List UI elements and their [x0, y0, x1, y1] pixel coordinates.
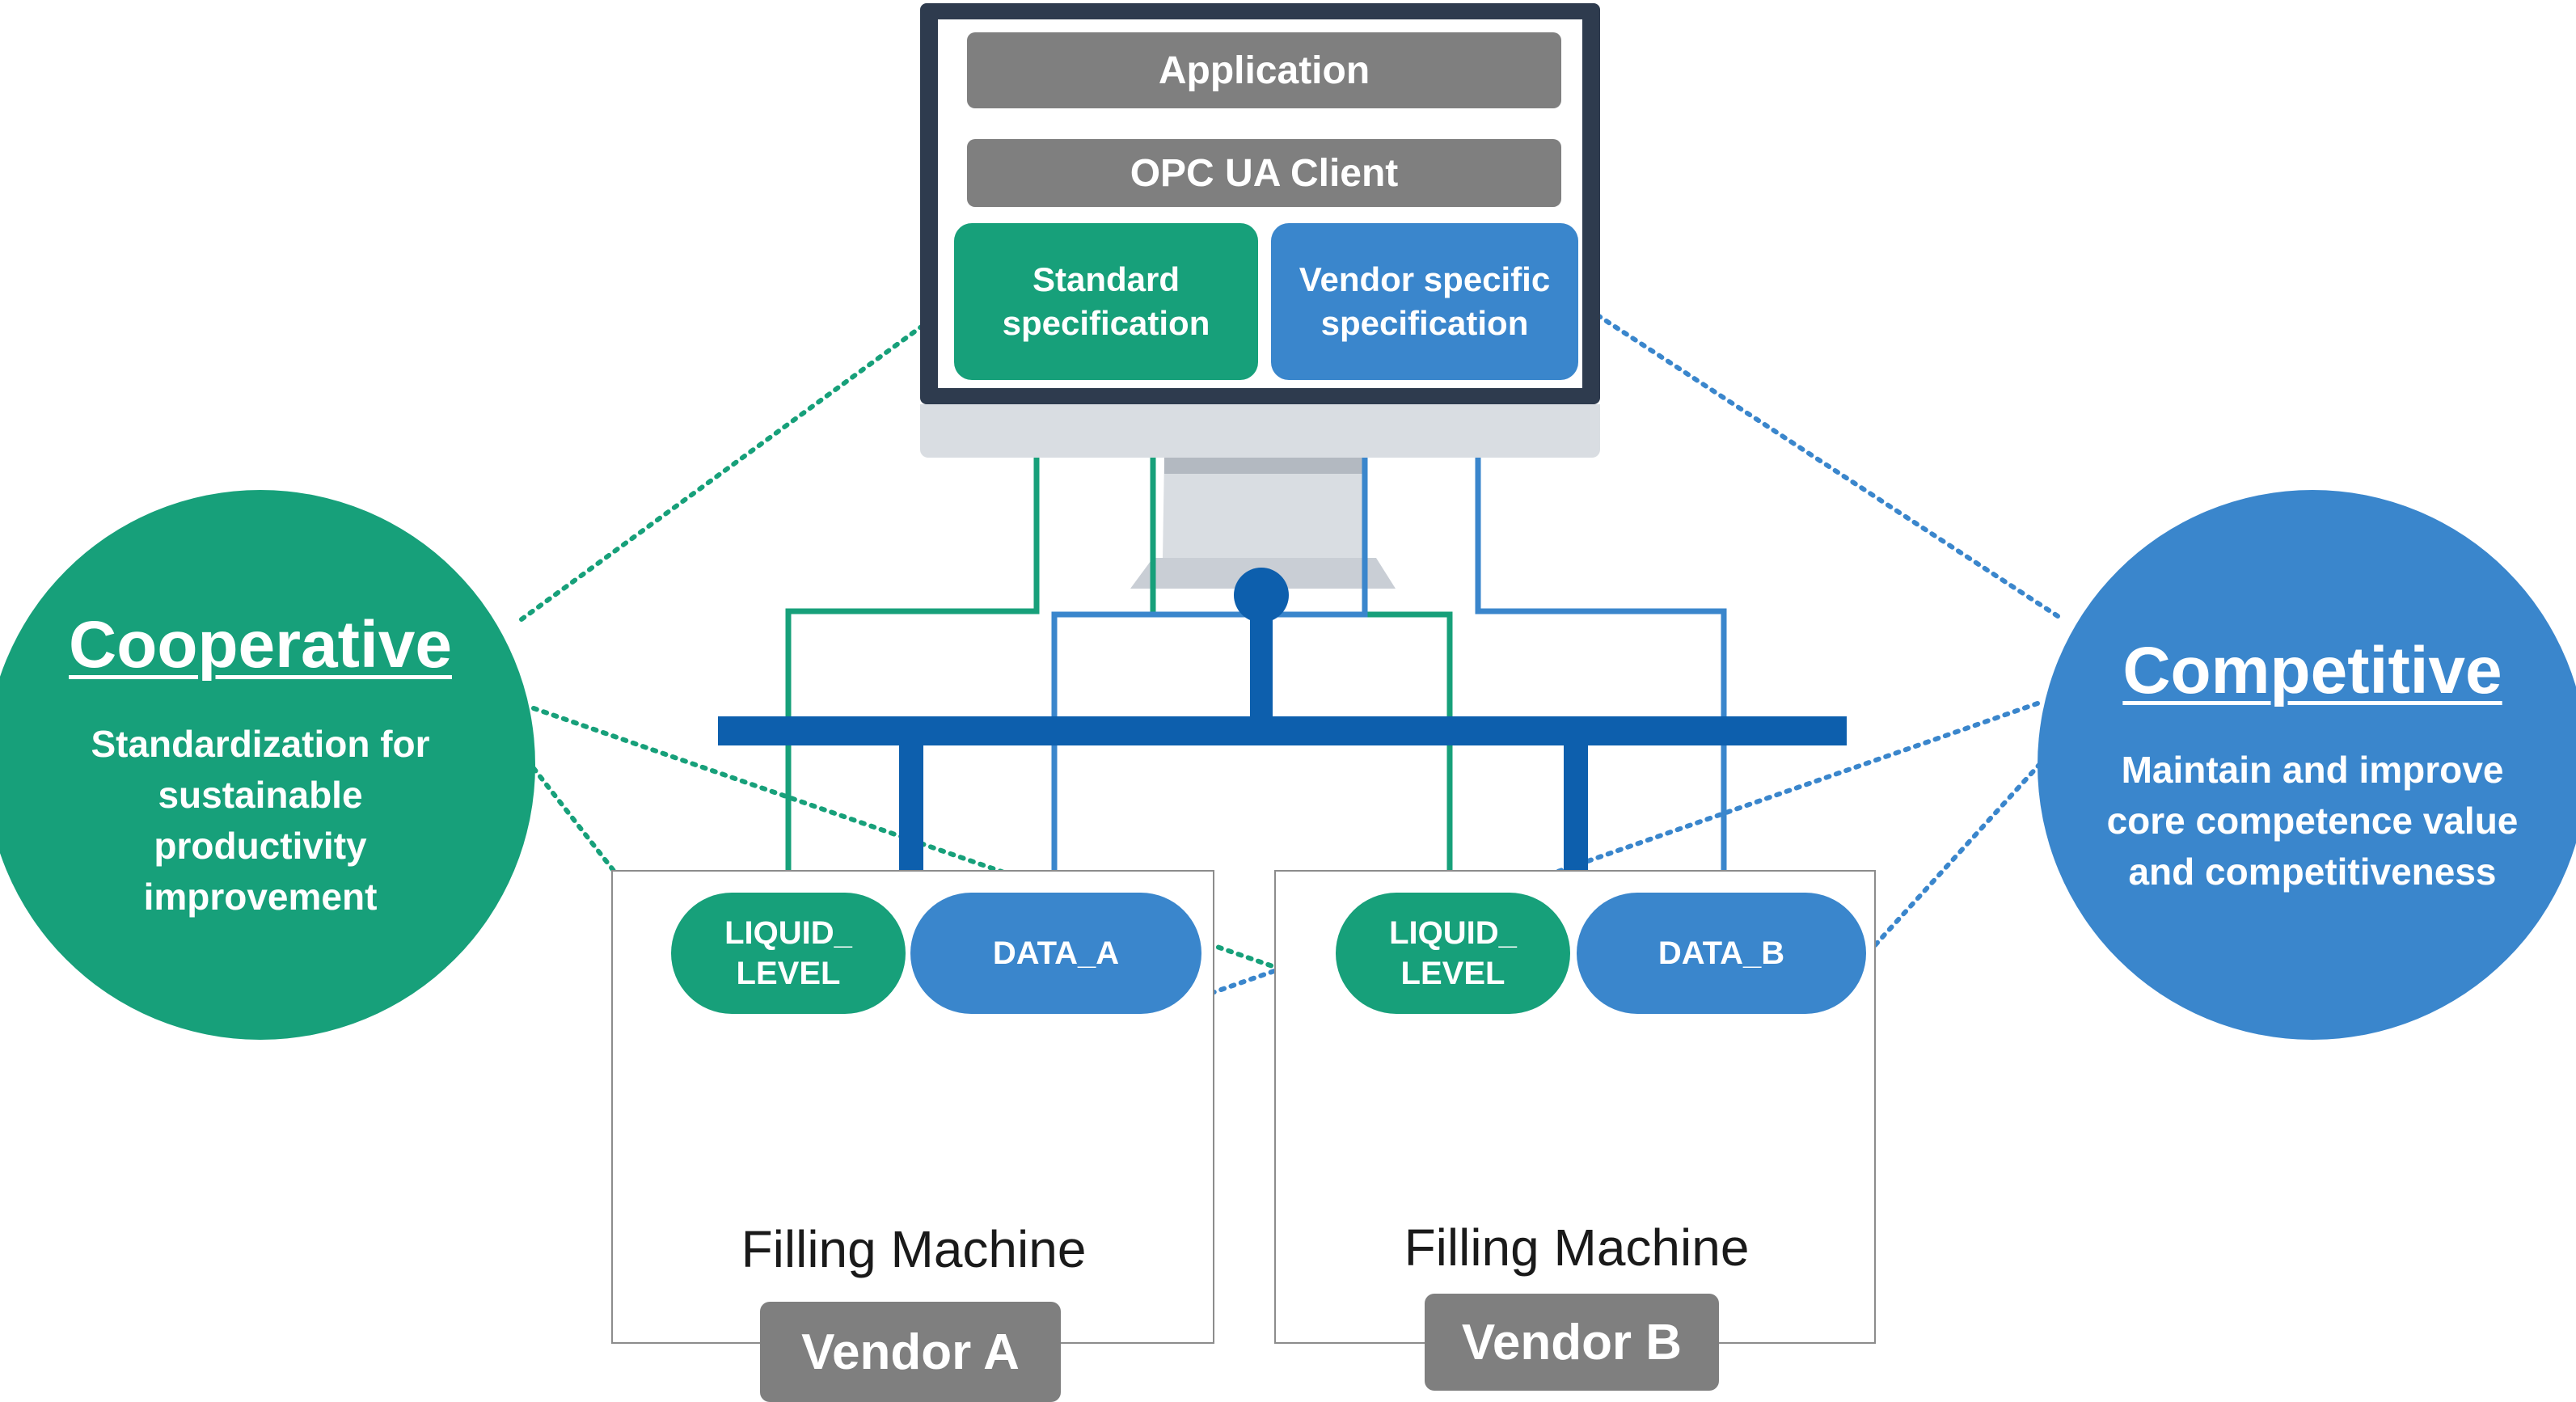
- vendor-b-machine-label: Filling Machine: [1404, 1218, 1750, 1277]
- monitor-chin: [920, 404, 1600, 458]
- opc-ua-client-layer: OPC UA Client: [967, 139, 1561, 207]
- vendor-a-liquid-level-node: LIQUID_ LEVEL: [671, 893, 906, 1014]
- vendor-a-data-node: DATA_A: [910, 893, 1201, 1014]
- dotted-link-comp-data-b: [1857, 754, 2050, 965]
- vendor-to-data-a: [1051, 380, 1368, 893]
- vendor-a-liquid-level-label: LIQUID_ LEVEL: [724, 915, 852, 991]
- competitive-circle: Competitive Maintain and improve core co…: [2038, 490, 2576, 1040]
- standard-specification-box: Standard specification: [954, 223, 1258, 380]
- competitive-description: Maintain and improve core competence val…: [2106, 748, 2519, 893]
- dotted-link-comp-vendor: [1574, 299, 2060, 619]
- vendor-b-liquid-level-label: LIQUID_ LEVEL: [1389, 915, 1517, 991]
- application-layer: Application: [967, 32, 1561, 108]
- vendor-a-machine-label: Filling Machine: [741, 1220, 1087, 1278]
- cooperative-circle: Cooperative Standardization for sustaina…: [0, 490, 535, 1040]
- standard-to-liquid-a: [785, 380, 1040, 893]
- competitive-title: Competitive: [2122, 633, 2502, 707]
- dotted-link-coop-standard: [519, 299, 958, 622]
- connection-lines: [785, 380, 1727, 893]
- cooperative-title: Cooperative: [69, 608, 452, 682]
- vendor-b-tag: Vendor B: [1425, 1294, 1719, 1391]
- cooperative-description: Standardization for sustainable producti…: [91, 723, 430, 918]
- vendor-b-liquid-level-node: LIQUID_ LEVEL: [1336, 893, 1570, 1014]
- vendor-b-data-node: DATA_B: [1577, 893, 1866, 1014]
- vendor-a-tag: Vendor A: [760, 1302, 1061, 1402]
- vendor-to-data-b: [1475, 380, 1727, 893]
- monitor-stand: [1130, 458, 1396, 589]
- vendor-specification-box: Vendor specific specification: [1271, 223, 1578, 380]
